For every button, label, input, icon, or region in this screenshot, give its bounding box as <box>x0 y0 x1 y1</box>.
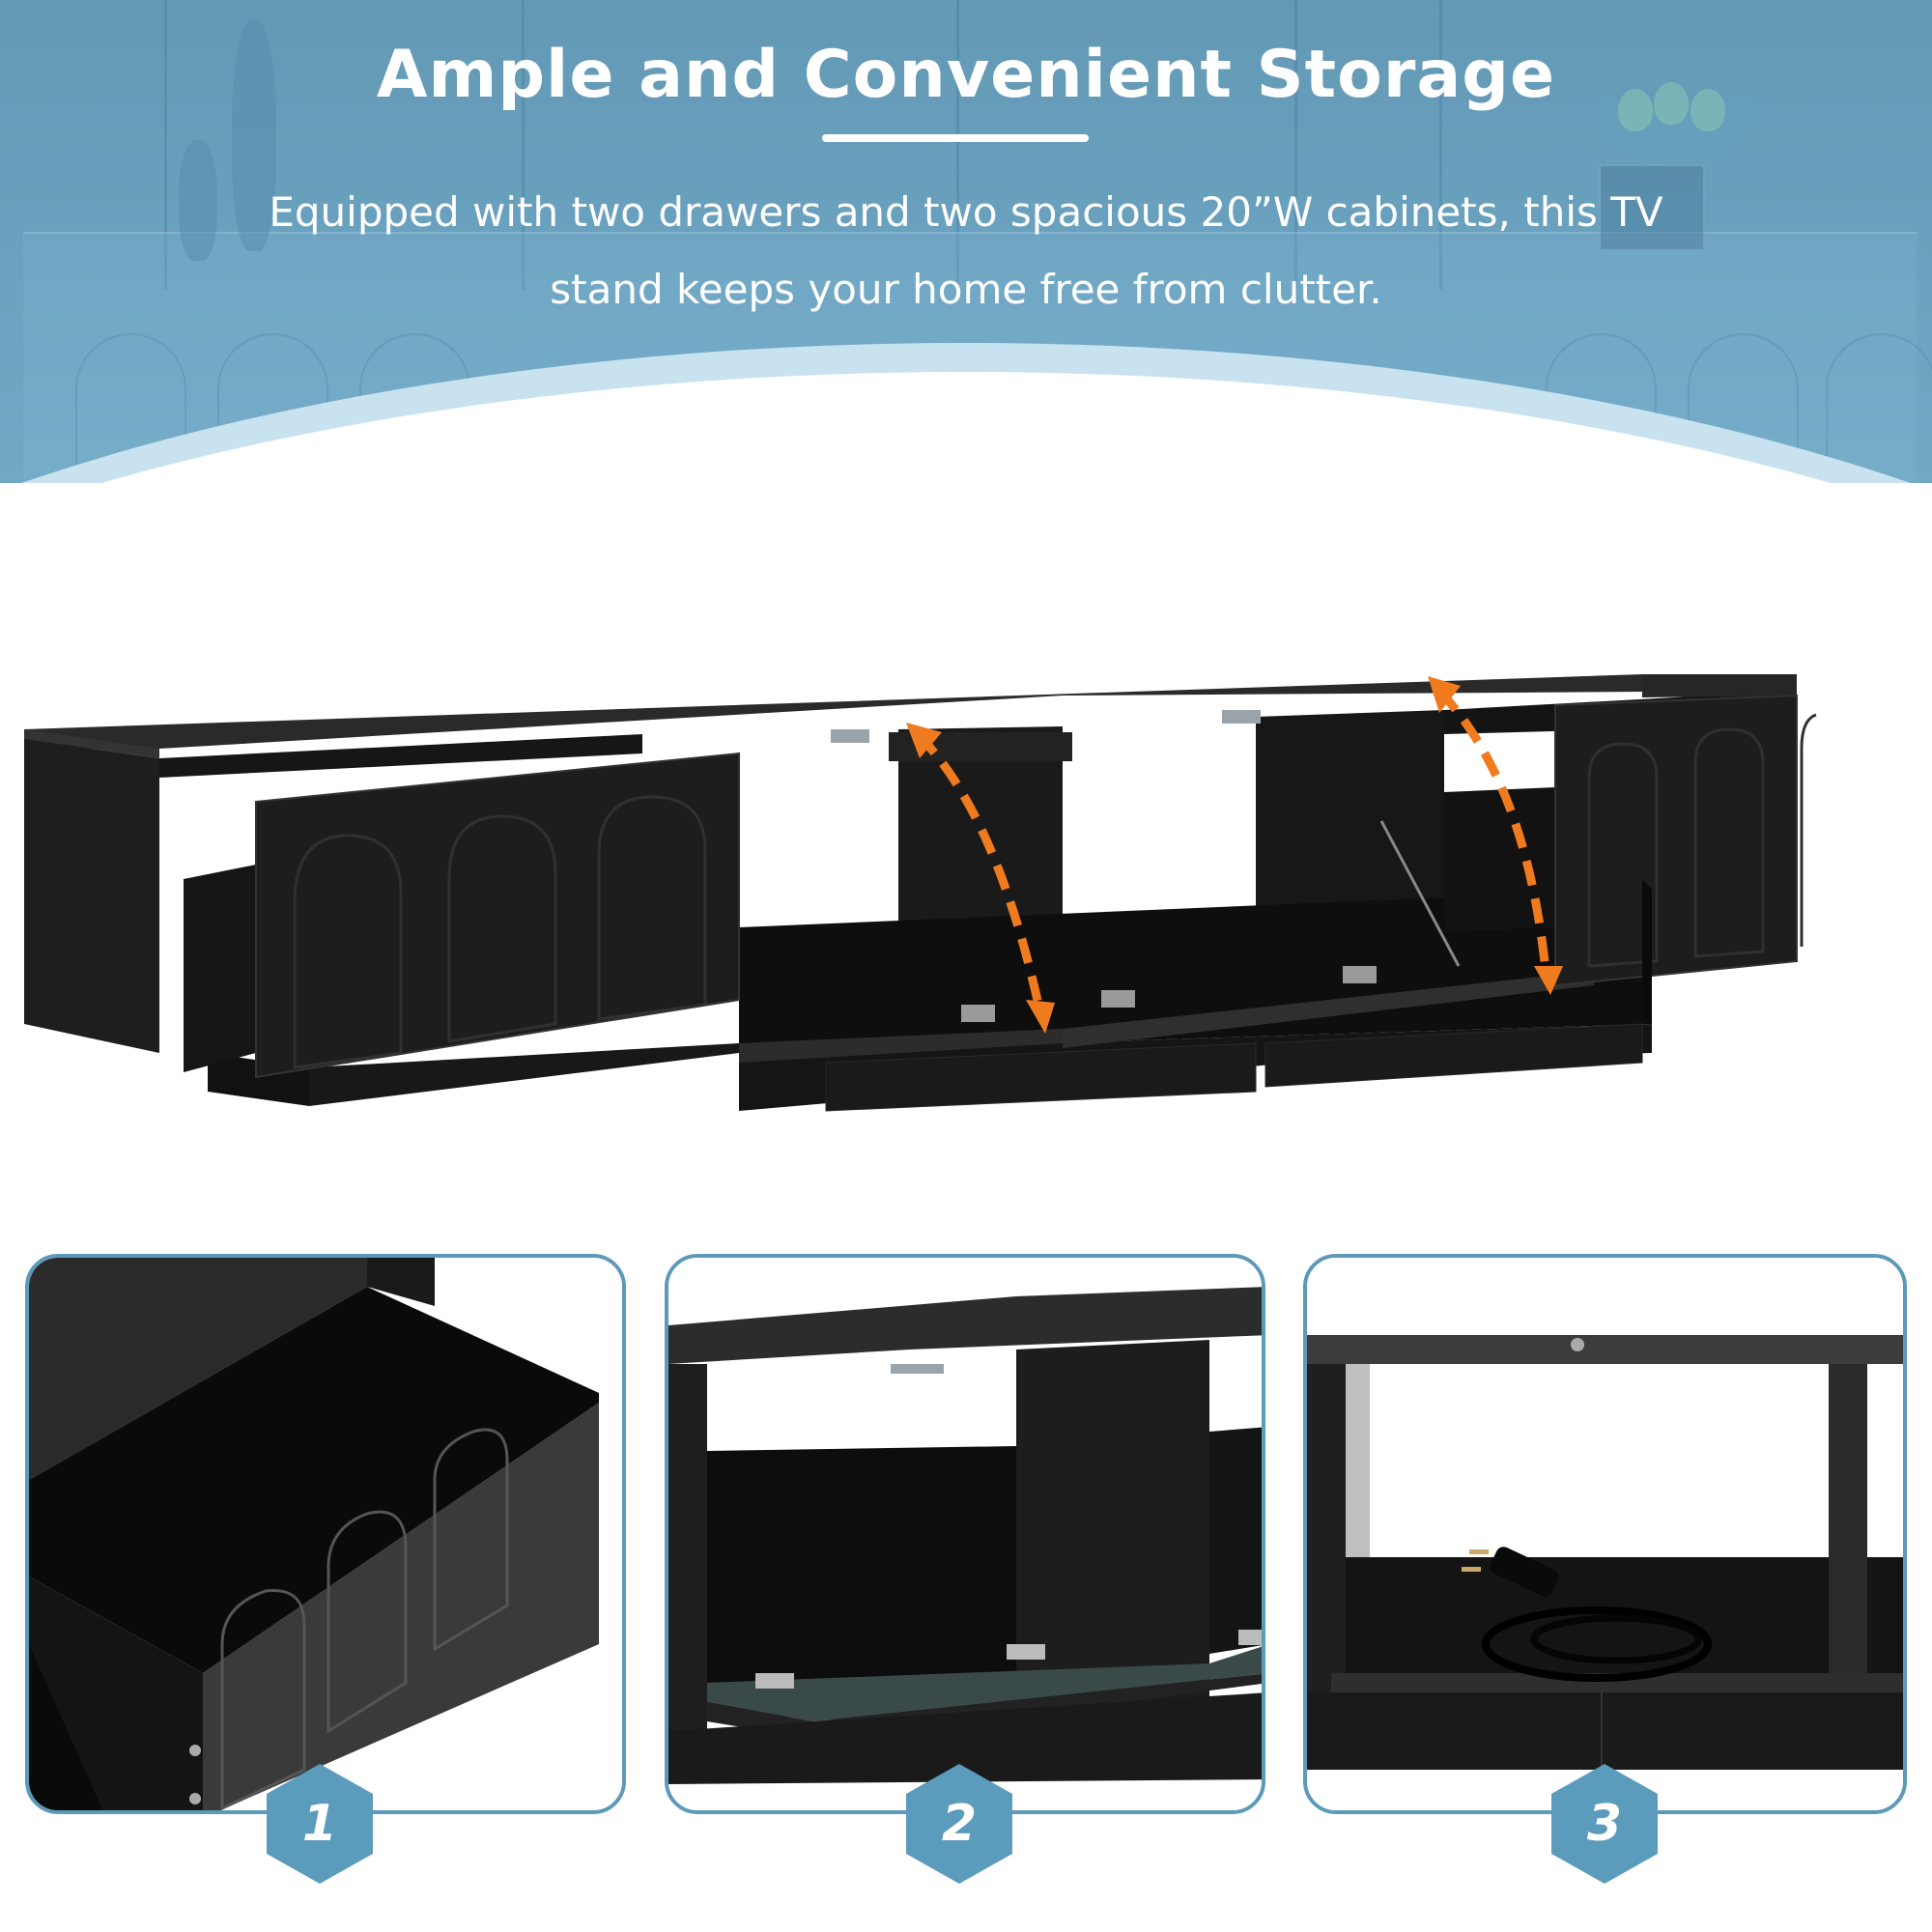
open-direction-arrow-right <box>1435 687 1550 972</box>
bg-arch <box>1688 333 1799 483</box>
bg-wall-panel <box>522 0 525 290</box>
tv-stand-main-image <box>0 638 1932 1121</box>
open-direction-arrow-left <box>914 730 1043 1006</box>
subtitle-line-1: Equipped with two drawers and two spacio… <box>269 188 1663 236</box>
bg-vase <box>179 140 217 261</box>
title-underline <box>822 134 1089 142</box>
header-banner: Ample and Convenient Storage Equipped wi… <box>0 0 1932 483</box>
detail-card-cabinet <box>665 1254 1265 1814</box>
drawer-closeup-photo <box>29 1258 622 1810</box>
bg-fruit <box>1690 89 1725 131</box>
bg-fruit <box>1618 89 1653 131</box>
bg-arch <box>75 333 186 483</box>
page-title: Ample and Convenient Storage <box>376 37 1556 113</box>
tv-stand-illustration <box>24 674 1817 1112</box>
bg-arch <box>1826 333 1932 483</box>
cord-storage-photo <box>1307 1258 1903 1810</box>
bg-wall-panel <box>1439 0 1442 290</box>
bg-fruit <box>1654 82 1689 125</box>
bg-wall-panel <box>1294 0 1297 290</box>
bg-wall-panel <box>956 0 959 290</box>
detail-card-drawer <box>25 1254 626 1814</box>
bg-vase <box>232 19 276 251</box>
bg-wall-panel <box>164 0 167 290</box>
subtitle-line-2: stand keeps your home free from clutter. <box>550 266 1382 313</box>
subtitle: Equipped with two drawers and two spacio… <box>145 174 1787 328</box>
bg-box <box>1599 164 1705 251</box>
cabinet-closeup-photo <box>668 1258 1262 1810</box>
detail-card-cord <box>1303 1254 1907 1814</box>
